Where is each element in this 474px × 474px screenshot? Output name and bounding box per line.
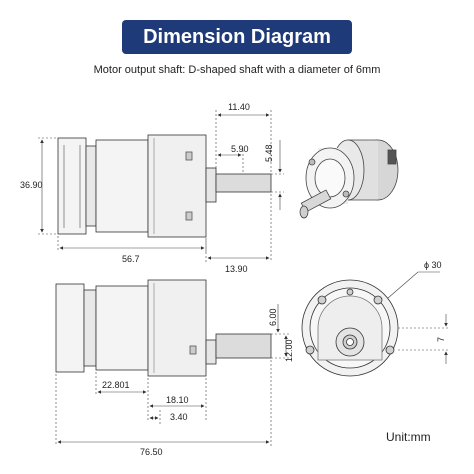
unit-label: Unit:mm [386, 430, 431, 444]
top-shaft-boss [205, 167, 217, 203]
bottom-dimensions [55, 304, 290, 446]
subtitle-text: Motor output shaft: D-shaped shaft with … [93, 64, 381, 76]
bottom-motor-cap [55, 283, 85, 373]
dim-shaft-offset: 11.40 [228, 102, 250, 112]
bottom-side-view [55, 279, 272, 377]
mount-hole-top-left [317, 295, 327, 305]
isometric-motor-view [299, 139, 399, 219]
top-side-view [57, 134, 272, 238]
mount-hole-bottom-left [305, 345, 315, 355]
front-face-view [301, 279, 399, 377]
dim-shaft-length: 13.90 [225, 264, 248, 274]
front-face-dimensions [387, 271, 450, 364]
dim-face-diameter: ϕ 30 [424, 260, 442, 270]
mount-hole-top-right [373, 295, 383, 305]
dim-hole-offset: 7 [436, 337, 446, 342]
top-motor-body [95, 139, 149, 233]
top-gearbox-body [147, 134, 207, 238]
dim-length: 56.7 [122, 254, 140, 264]
bottom-output-shaft [215, 333, 272, 359]
dim-shaft-dia: 6.00 [268, 308, 278, 326]
dim-motor-length: 22.801 [102, 380, 130, 390]
dim-shaft-diameter: 5.48 [264, 144, 274, 162]
bottom-gearbox-body [147, 279, 207, 377]
top-motor-ring [85, 145, 97, 227]
top-motor-cap [57, 137, 87, 235]
dim-shaft-height: 12.00 [284, 339, 294, 362]
mount-hole-bottom-right [385, 345, 395, 355]
dim-height: 36.90 [20, 180, 43, 190]
top-output-shaft [215, 173, 272, 193]
dim-gearbox-length: 18.10 [166, 395, 189, 405]
dim-total-length: 76.50 [140, 447, 163, 457]
dim-shaft-flat: 5.90 [231, 144, 249, 154]
dim-boss-length: 3.40 [170, 412, 188, 422]
top-dimensions [38, 110, 284, 262]
title-banner: Dimension Diagram [122, 20, 352, 54]
bottom-motor-body [95, 285, 149, 371]
